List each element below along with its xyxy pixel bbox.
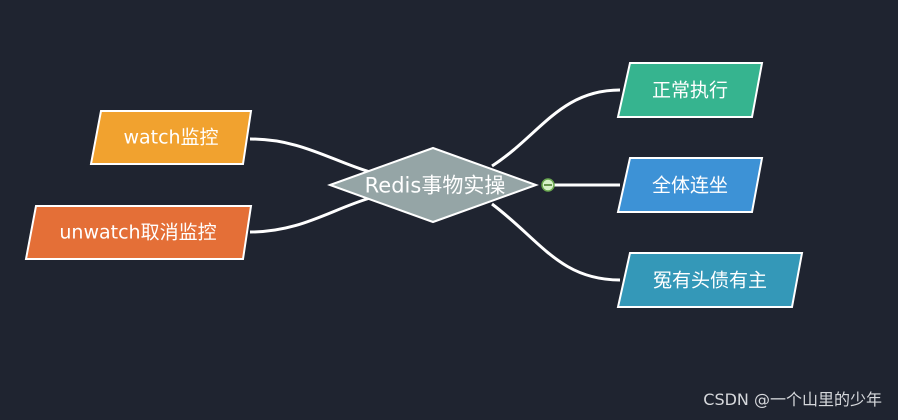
node-all-shape[interactable] — [616, 157, 764, 213]
node-owner-shape[interactable] — [616, 252, 804, 308]
watermark: CSDN @一个山里的少年 — [703, 390, 882, 409]
center-node-shape[interactable] — [327, 146, 539, 224]
node-unwatch-shape[interactable] — [24, 205, 253, 260]
connector-watch — [249, 137, 371, 174]
connector-normal — [491, 88, 621, 168]
node-normal-shape[interactable] — [616, 62, 764, 118]
minus-circle-icon[interactable] — [541, 178, 555, 192]
node-watch-shape[interactable] — [89, 110, 253, 165]
connector-owner — [491, 202, 621, 282]
connector-unwatch — [249, 196, 371, 234]
